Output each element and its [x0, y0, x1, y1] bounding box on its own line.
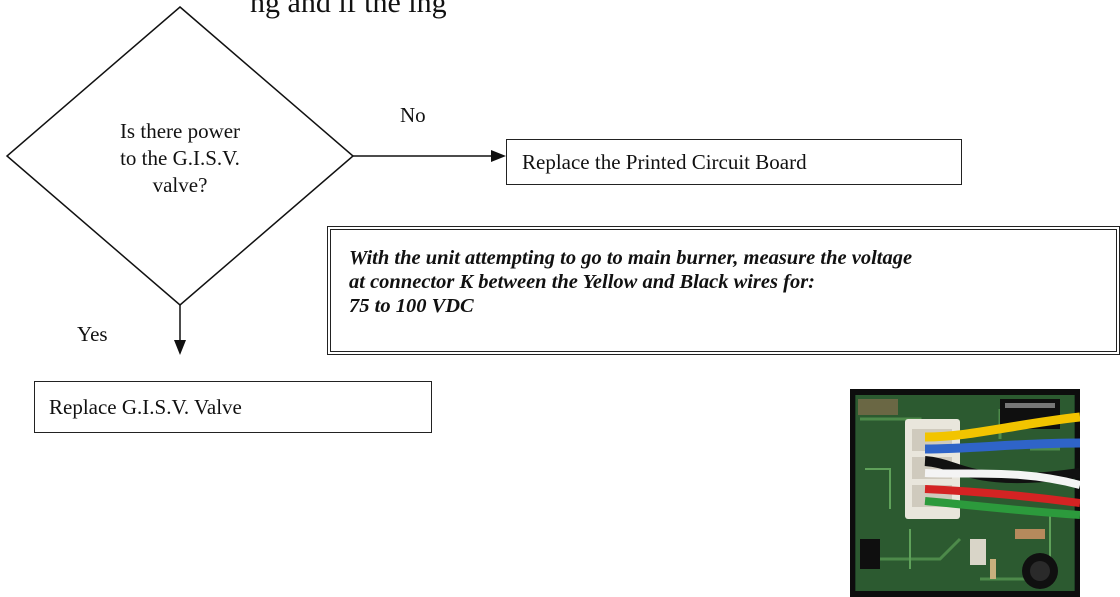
decision-line-1: Is there power [119, 119, 241, 143]
measurement-instruction-box: With the unit attempting to go to main b… [327, 226, 1120, 355]
decision-question: Is there power to the G.I.S.V. valve? [80, 118, 280, 199]
yes-branch-label: Yes [77, 322, 108, 346]
replace-gisv-box: Replace G.I.S.V. Valve [34, 381, 432, 433]
no-arrowhead [491, 150, 506, 162]
instruction-line-1: With the unit attempting to go to main b… [349, 247, 913, 269]
replace-pcb-box: Replace the Printed Circuit Board [506, 139, 962, 185]
circuit-board-illustration [850, 389, 1080, 597]
decision-line-3: valve? [152, 173, 208, 197]
no-branch-label: No [400, 103, 426, 127]
instruction-line-3: 75 to 100 VDC [349, 295, 474, 317]
replace-gisv-text: Replace G.I.S.V. Valve [49, 394, 242, 419]
circuit-board-connector-photo [850, 389, 1080, 597]
decision-line-2: to the G.I.S.V. [120, 146, 240, 170]
cropped-header-text: ng and if the ing [250, 0, 447, 19]
yes-arrowhead [174, 340, 186, 355]
replace-pcb-text: Replace the Printed Circuit Board [522, 149, 807, 174]
instruction-line-2: at connector K between the Yellow and Bl… [349, 271, 815, 293]
